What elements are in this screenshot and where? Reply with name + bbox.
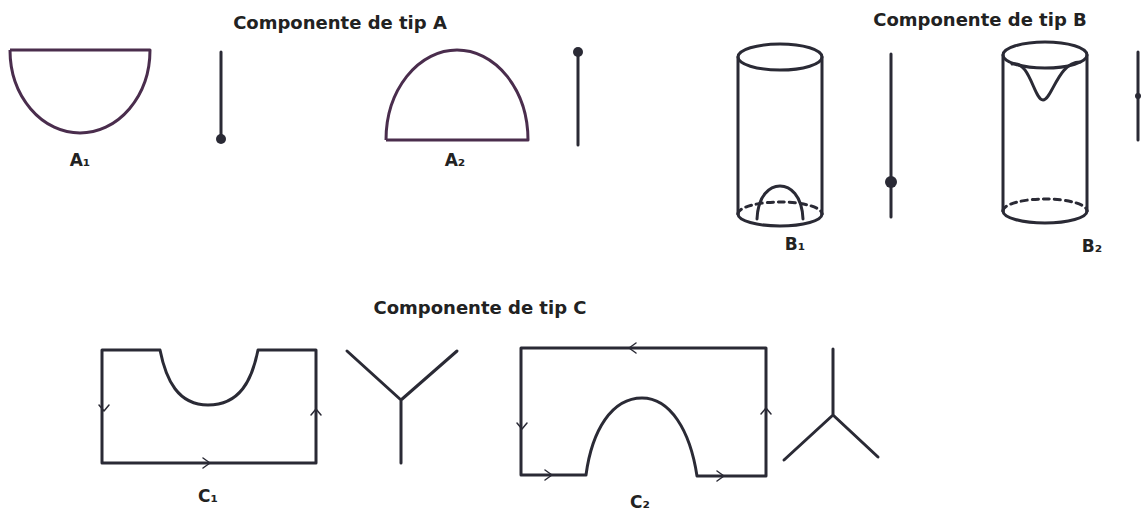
edge-arrow: [629, 343, 636, 353]
part-name: C₁: [198, 486, 218, 506]
graph-a2: [577, 54, 580, 145]
group-heading: Componente de tip C: [374, 297, 587, 318]
cylinder-arch: [757, 186, 803, 219]
graph-b1: [890, 54, 893, 217]
part-name: A₁: [70, 150, 91, 170]
half-disk-a2: [386, 50, 528, 140]
cylinder-cup: [1012, 62, 1080, 100]
edge-arrow: [203, 458, 210, 468]
square-c2: [521, 348, 766, 476]
cylinder-side: [821, 57, 824, 214]
graph-a1: [220, 52, 223, 138]
vertex-dot: [573, 47, 583, 57]
edge-arrow: [717, 471, 724, 481]
edge-arrow: [761, 408, 771, 414]
vertex-dot: [1135, 93, 1141, 99]
cylinder-bottom-hidden: [738, 202, 822, 214]
vertex-dot: [216, 134, 226, 144]
cylinder-bottom: [1003, 211, 1087, 223]
cylinder-side: [1002, 55, 1005, 211]
cylinder-side: [1086, 55, 1089, 211]
group-heading: Componente de tip B: [873, 9, 1087, 30]
edge-arrow: [545, 470, 552, 480]
graph-c2: [784, 349, 878, 460]
part-name: A₂: [445, 150, 466, 170]
cylinder-side: [737, 57, 740, 214]
edge-arrow: [517, 423, 527, 429]
square-c1: [102, 350, 316, 463]
cylinder-bottom: [738, 214, 822, 226]
vertex-dot: [885, 176, 897, 188]
edge-arrow: [311, 409, 321, 415]
graph-c1: [347, 351, 457, 463]
group-heading: Componente de tip A: [233, 12, 447, 33]
cylinder-top: [738, 44, 822, 70]
part-name: B₁: [785, 234, 805, 254]
half-disk-a1: [10, 50, 150, 133]
cylinder-bottom-hidden: [1003, 199, 1087, 211]
part-name: B₂: [1082, 236, 1102, 256]
part-name: C₂: [630, 492, 650, 512]
edge-arrow: [99, 405, 109, 411]
